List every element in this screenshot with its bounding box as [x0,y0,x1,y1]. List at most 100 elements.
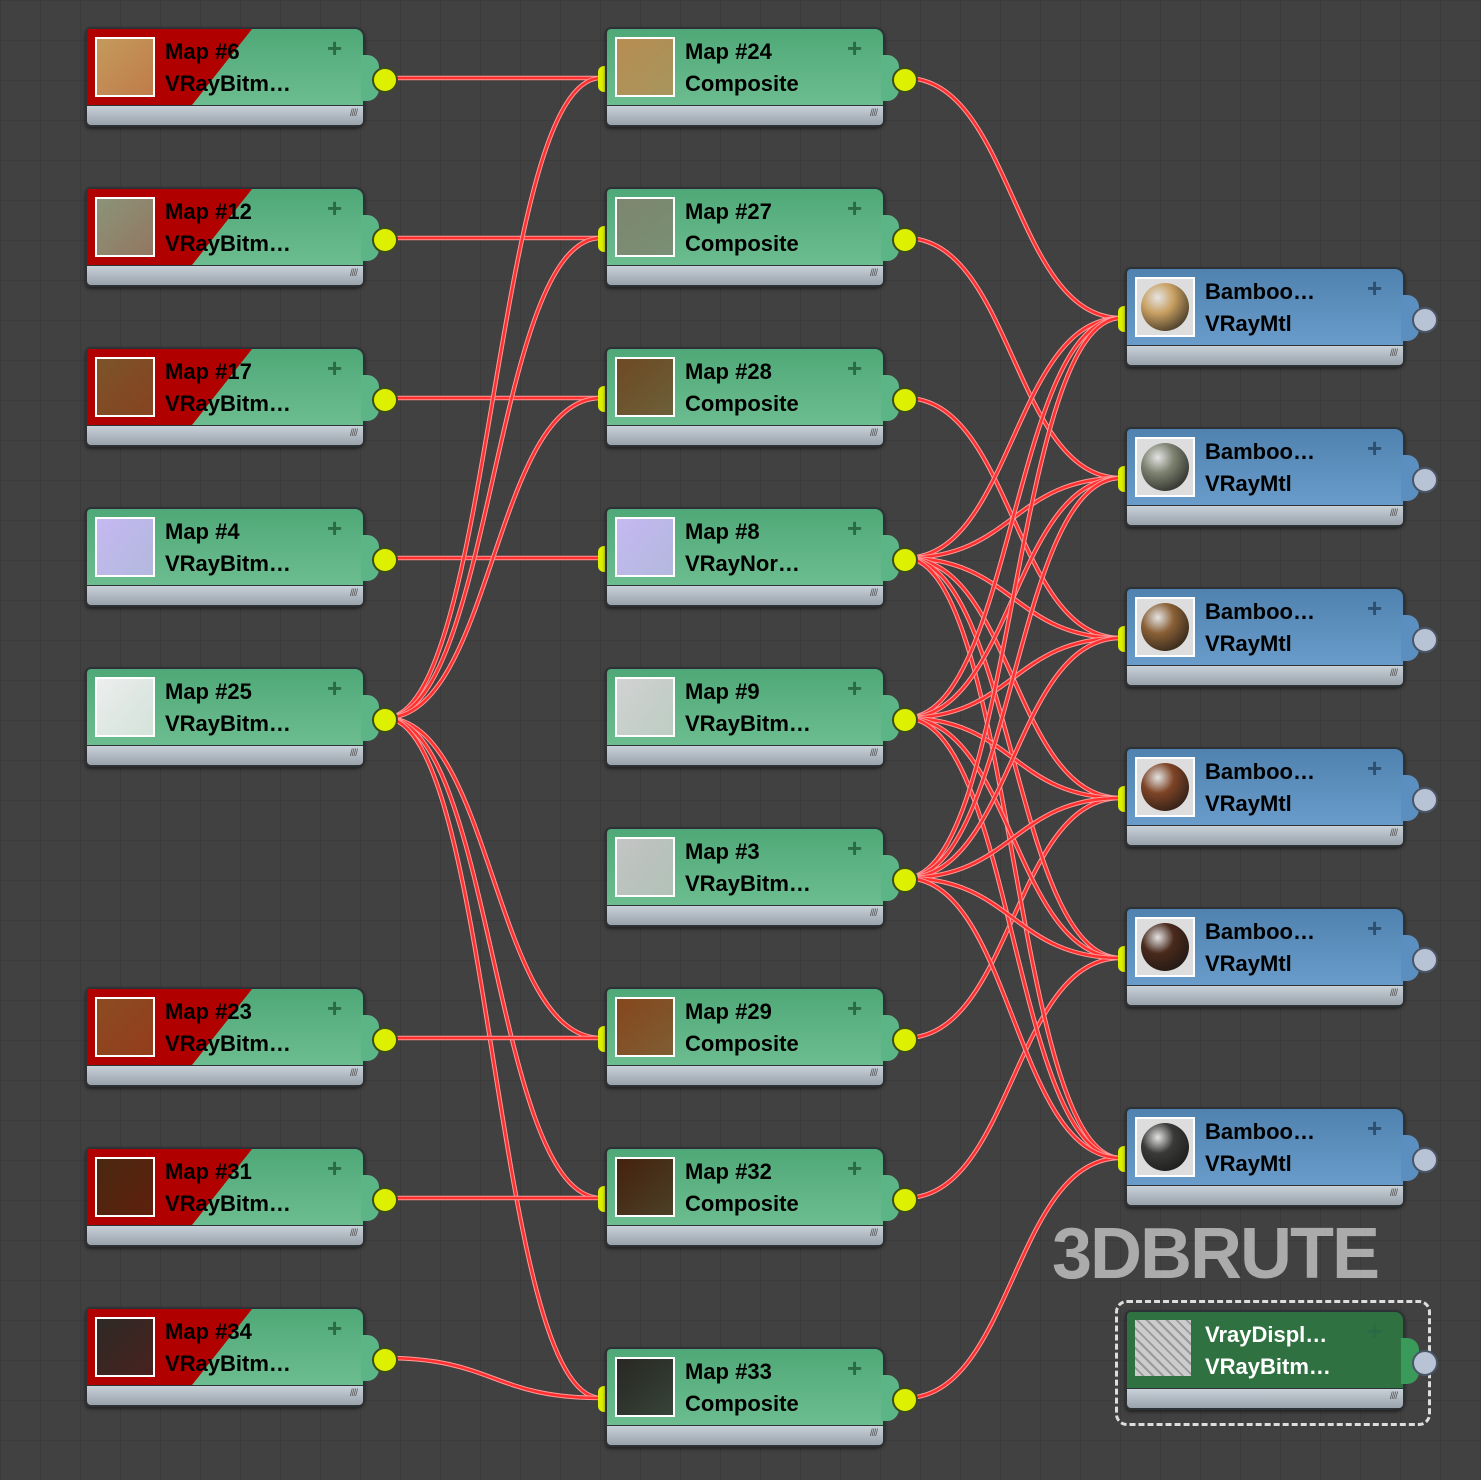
output-port[interactable] [372,1347,398,1373]
wire-m32-to-b5[interactable] [904,955,1122,1201]
wire-m25-to-m28[interactable] [384,396,602,720]
wire-m9-to-b4[interactable] [904,715,1122,801]
expand-plus-icon[interactable]: + [1367,433,1383,463]
output-port[interactable] [892,387,918,413]
expand-plus-icon[interactable]: + [847,993,863,1023]
wire-m8-to-b5[interactable] [904,555,1122,961]
wire-m25-to-m29[interactable] [384,716,602,1040]
expand-plus-icon[interactable]: + [847,1153,863,1183]
output-port[interactable] [372,67,398,93]
output-port[interactable] [892,867,918,893]
output-port[interactable] [1412,787,1438,813]
wire-m8-to-b1[interactable] [904,315,1122,561]
material-node-b1[interactable]: Bamboo…VRayMtl+ [1118,267,1438,367]
wire-m8-to-b3[interactable] [904,556,1122,640]
expand-plus-icon[interactable]: + [327,193,343,223]
wire-m3-to-b3[interactable] [904,636,1122,880]
wire-m27-to-b2[interactable] [904,236,1122,480]
expand-plus-icon[interactable]: + [1367,753,1383,783]
wire-m9-to-b1[interactable] [904,316,1122,720]
wire-m3-to-b6[interactable] [904,875,1122,1161]
node-body[interactable]: Bamboo…VRayMtl+ [1125,587,1405,687]
wire-m8-to-b1[interactable] [904,316,1122,560]
output-port[interactable] [372,387,398,413]
wire-m9-to-b5[interactable] [904,715,1122,961]
wire-m24-to-b1[interactable] [904,76,1122,320]
wire-m3-to-b4[interactable] [904,796,1122,880]
map-node-disp[interactable]: VrayDispl…VRayBitm…+ [1115,1300,1438,1426]
output-port[interactable] [1412,467,1438,493]
node-body[interactable]: Bamboo…VRayMtl+ [1125,1107,1405,1207]
wire-m9-to-b3[interactable] [904,636,1122,720]
output-port[interactable] [372,1187,398,1213]
expand-plus-icon[interactable]: + [1367,593,1383,623]
wire-m9-to-b2[interactable] [904,476,1122,720]
wire-m24-to-b1[interactable] [904,75,1122,321]
wire-m3-to-b1[interactable] [904,315,1122,881]
output-port[interactable] [1412,307,1438,333]
wire-m27-to-b2[interactable] [904,235,1122,481]
output-port[interactable] [892,707,918,733]
wire-m8-to-b2[interactable] [904,475,1122,561]
wire-m8-to-b2[interactable] [904,476,1122,560]
output-port[interactable] [892,227,918,253]
expand-plus-icon[interactable]: + [327,513,343,543]
wire-m9-to-b5[interactable] [904,716,1122,960]
wire-m32-to-b5[interactable] [904,956,1122,1200]
wire-m3-to-b2[interactable] [904,476,1122,880]
wire-m29-to-b4[interactable] [904,795,1122,1041]
expand-plus-icon[interactable]: + [327,1153,343,1183]
output-port[interactable] [372,1027,398,1053]
node-body[interactable]: Bamboo…VRayMtl+ [1125,747,1405,847]
material-node-b4[interactable]: Bamboo…VRayMtl+ [1118,747,1438,847]
material-node-b2[interactable]: Bamboo…VRayMtl+ [1118,427,1438,527]
expand-plus-icon[interactable]: + [847,1353,863,1383]
expand-plus-icon[interactable]: + [847,833,863,863]
expand-plus-icon[interactable]: + [327,1313,343,1343]
output-port[interactable] [372,547,398,573]
node-body[interactable]: Bamboo…VRayMtl+ [1125,427,1405,527]
expand-plus-icon[interactable]: + [327,993,343,1023]
expand-plus-icon[interactable]: + [327,33,343,63]
wire-m8-to-b6[interactable] [904,555,1122,1161]
wire-m25-to-m29[interactable] [384,715,602,1041]
wire-m9-to-b3[interactable] [904,635,1122,721]
expand-plus-icon[interactable]: + [327,673,343,703]
expand-plus-icon[interactable]: + [1367,1113,1383,1143]
wire-m3-to-b1[interactable] [904,316,1122,880]
wire-m29-to-b4[interactable] [904,796,1122,1040]
wire-m25-to-m33[interactable] [384,715,602,1401]
expand-plus-icon[interactable]: + [847,673,863,703]
expand-plus-icon[interactable]: + [847,353,863,383]
output-port[interactable] [1412,627,1438,653]
output-port[interactable] [372,707,398,733]
wire-m25-to-m32[interactable] [384,715,602,1201]
wire-m25-to-m24[interactable] [384,76,602,720]
expand-plus-icon[interactable]: + [847,33,863,63]
expand-plus-icon[interactable]: + [847,513,863,543]
